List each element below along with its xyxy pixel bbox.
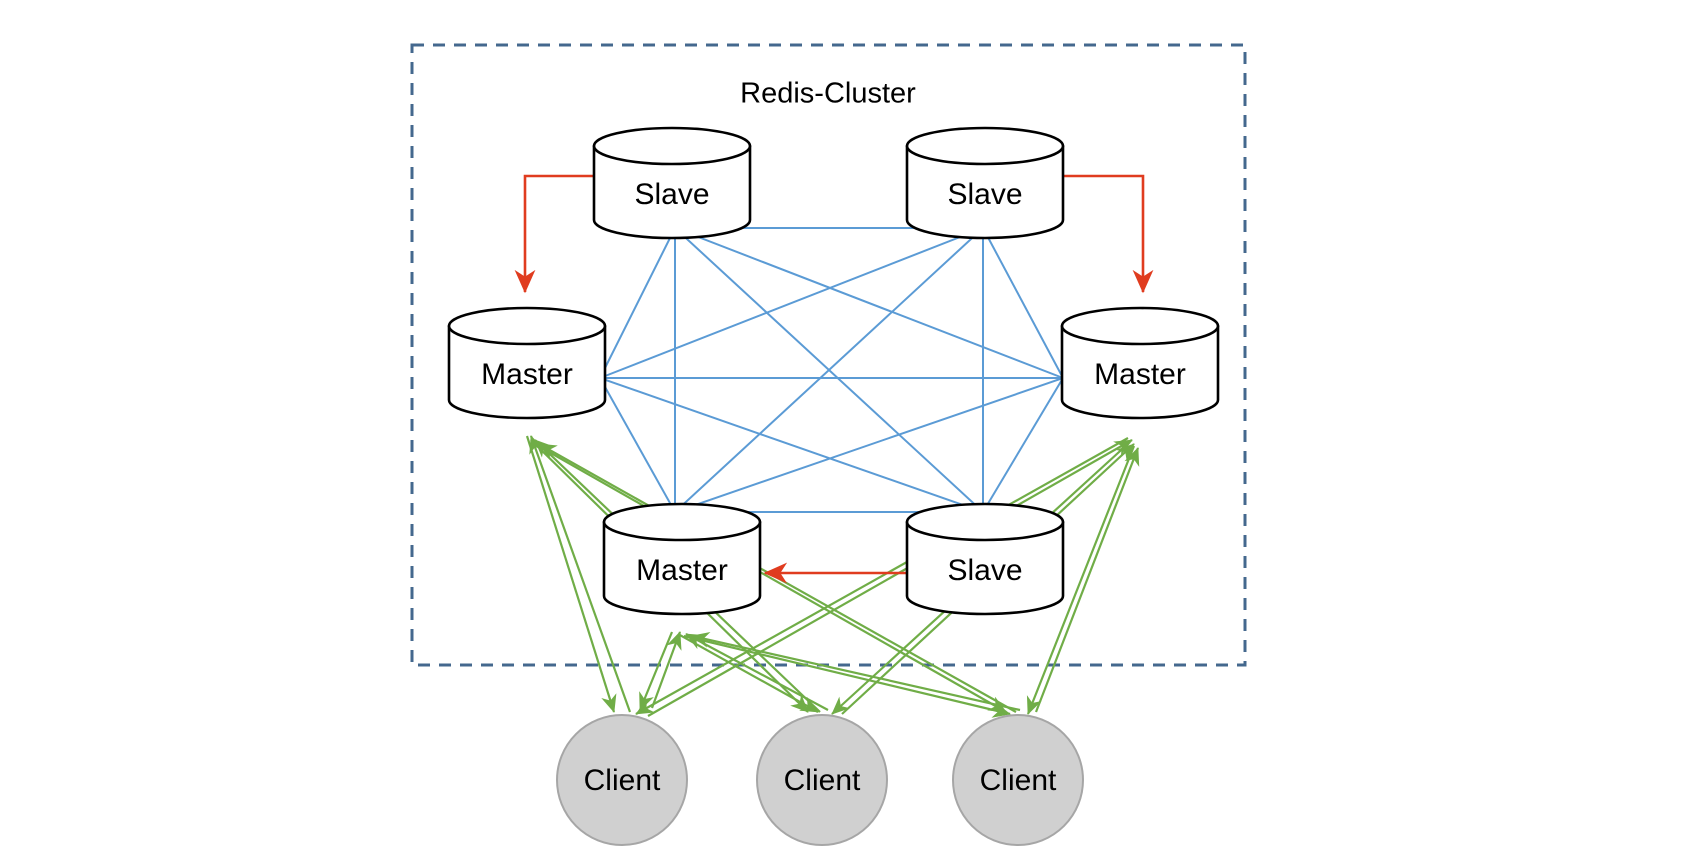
cluster-boundary — [410, 43, 1247, 667]
slave-top-right-top — [905, 126, 1065, 166]
node-slave-top-right[interactable]: Slave — [905, 126, 1065, 240]
master-right-body — [1060, 324, 1220, 420]
slave-bottom-right-body — [905, 520, 1065, 616]
master-right-top — [1060, 306, 1220, 346]
cluster-title: Redis-Cluster — [740, 78, 916, 110]
master-right-label: Master — [1094, 358, 1186, 391]
cluster-mesh-links — [599, 227, 1064, 513]
slave-top-left-label: Slave — [634, 178, 709, 211]
mesh-link-masterR-masterBL — [674, 377, 1064, 513]
slave-top-right-label: Slave — [947, 178, 1022, 211]
link-client3-to-masterR — [1034, 447, 1140, 713]
master-left-body — [447, 324, 607, 420]
mesh-link-slaveTR-masterL — [599, 227, 984, 379]
master-left-label: Master — [481, 358, 573, 391]
link-client1-to-masterR — [647, 439, 1133, 717]
node-client-1[interactable]: Client — [556, 714, 688, 846]
client-3-label: Client — [980, 764, 1057, 797]
replication-slaveTR-to-masterR — [1064, 174, 1154, 294]
mesh-link-slaveTR-masterR — [982, 227, 1064, 379]
node-master-bottom-left[interactable]: Master — [602, 502, 762, 616]
mesh-link-masterL-slaveBR — [599, 377, 984, 513]
slave-bottom-right-top — [905, 502, 1065, 542]
mesh-link-masterR-slaveBR — [982, 377, 1064, 513]
client-1-circle — [556, 714, 688, 846]
client-2-circle — [756, 714, 888, 846]
master-bottom-left-label: Master — [636, 554, 728, 587]
slave-top-right-body — [905, 144, 1065, 240]
node-master-right[interactable]: Master — [1060, 306, 1220, 420]
slave-bottom-right-label: Slave — [947, 554, 1022, 587]
link-masterBL-to-client2 — [677, 633, 819, 713]
mesh-link-masterL-masterBL — [599, 377, 676, 513]
master-bottom-left-top — [602, 502, 762, 542]
link-client3-to-masterBL — [691, 632, 1021, 712]
mesh-link-slaveTL-masterR — [674, 227, 1064, 379]
client-2-label: Client — [784, 764, 861, 797]
client-access-links — [525, 435, 1140, 718]
link-client1-to-masterL — [529, 435, 632, 713]
node-master-left[interactable]: Master — [447, 306, 607, 420]
master-left-top — [447, 306, 607, 346]
replication-links — [514, 174, 1154, 584]
link-masterL-to-client1 — [525, 435, 617, 713]
slave-top-left-body — [592, 144, 752, 240]
node-slave-bottom-right[interactable]: Slave — [905, 502, 1065, 616]
replication-slaveTL-to-masterL — [514, 174, 594, 294]
node-slave-top-left[interactable]: Slave — [592, 126, 752, 240]
slave-top-left-top — [592, 126, 752, 166]
link-masterR-to-client3 — [1026, 445, 1136, 715]
link-client1-to-masterBL — [650, 631, 682, 709]
node-client-2[interactable]: Client — [756, 714, 888, 846]
mesh-link-slaveTR-masterBL — [674, 227, 984, 513]
mesh-link-slaveTL-masterL — [599, 227, 676, 379]
link-masterR-to-client1 — [635, 437, 1129, 715]
client-3-circle — [952, 714, 1084, 846]
node-client-3[interactable]: Client — [952, 714, 1084, 846]
link-masterBL-to-client3 — [683, 634, 1011, 718]
master-bottom-left-body — [602, 520, 762, 616]
client-1-label: Client — [584, 764, 661, 797]
